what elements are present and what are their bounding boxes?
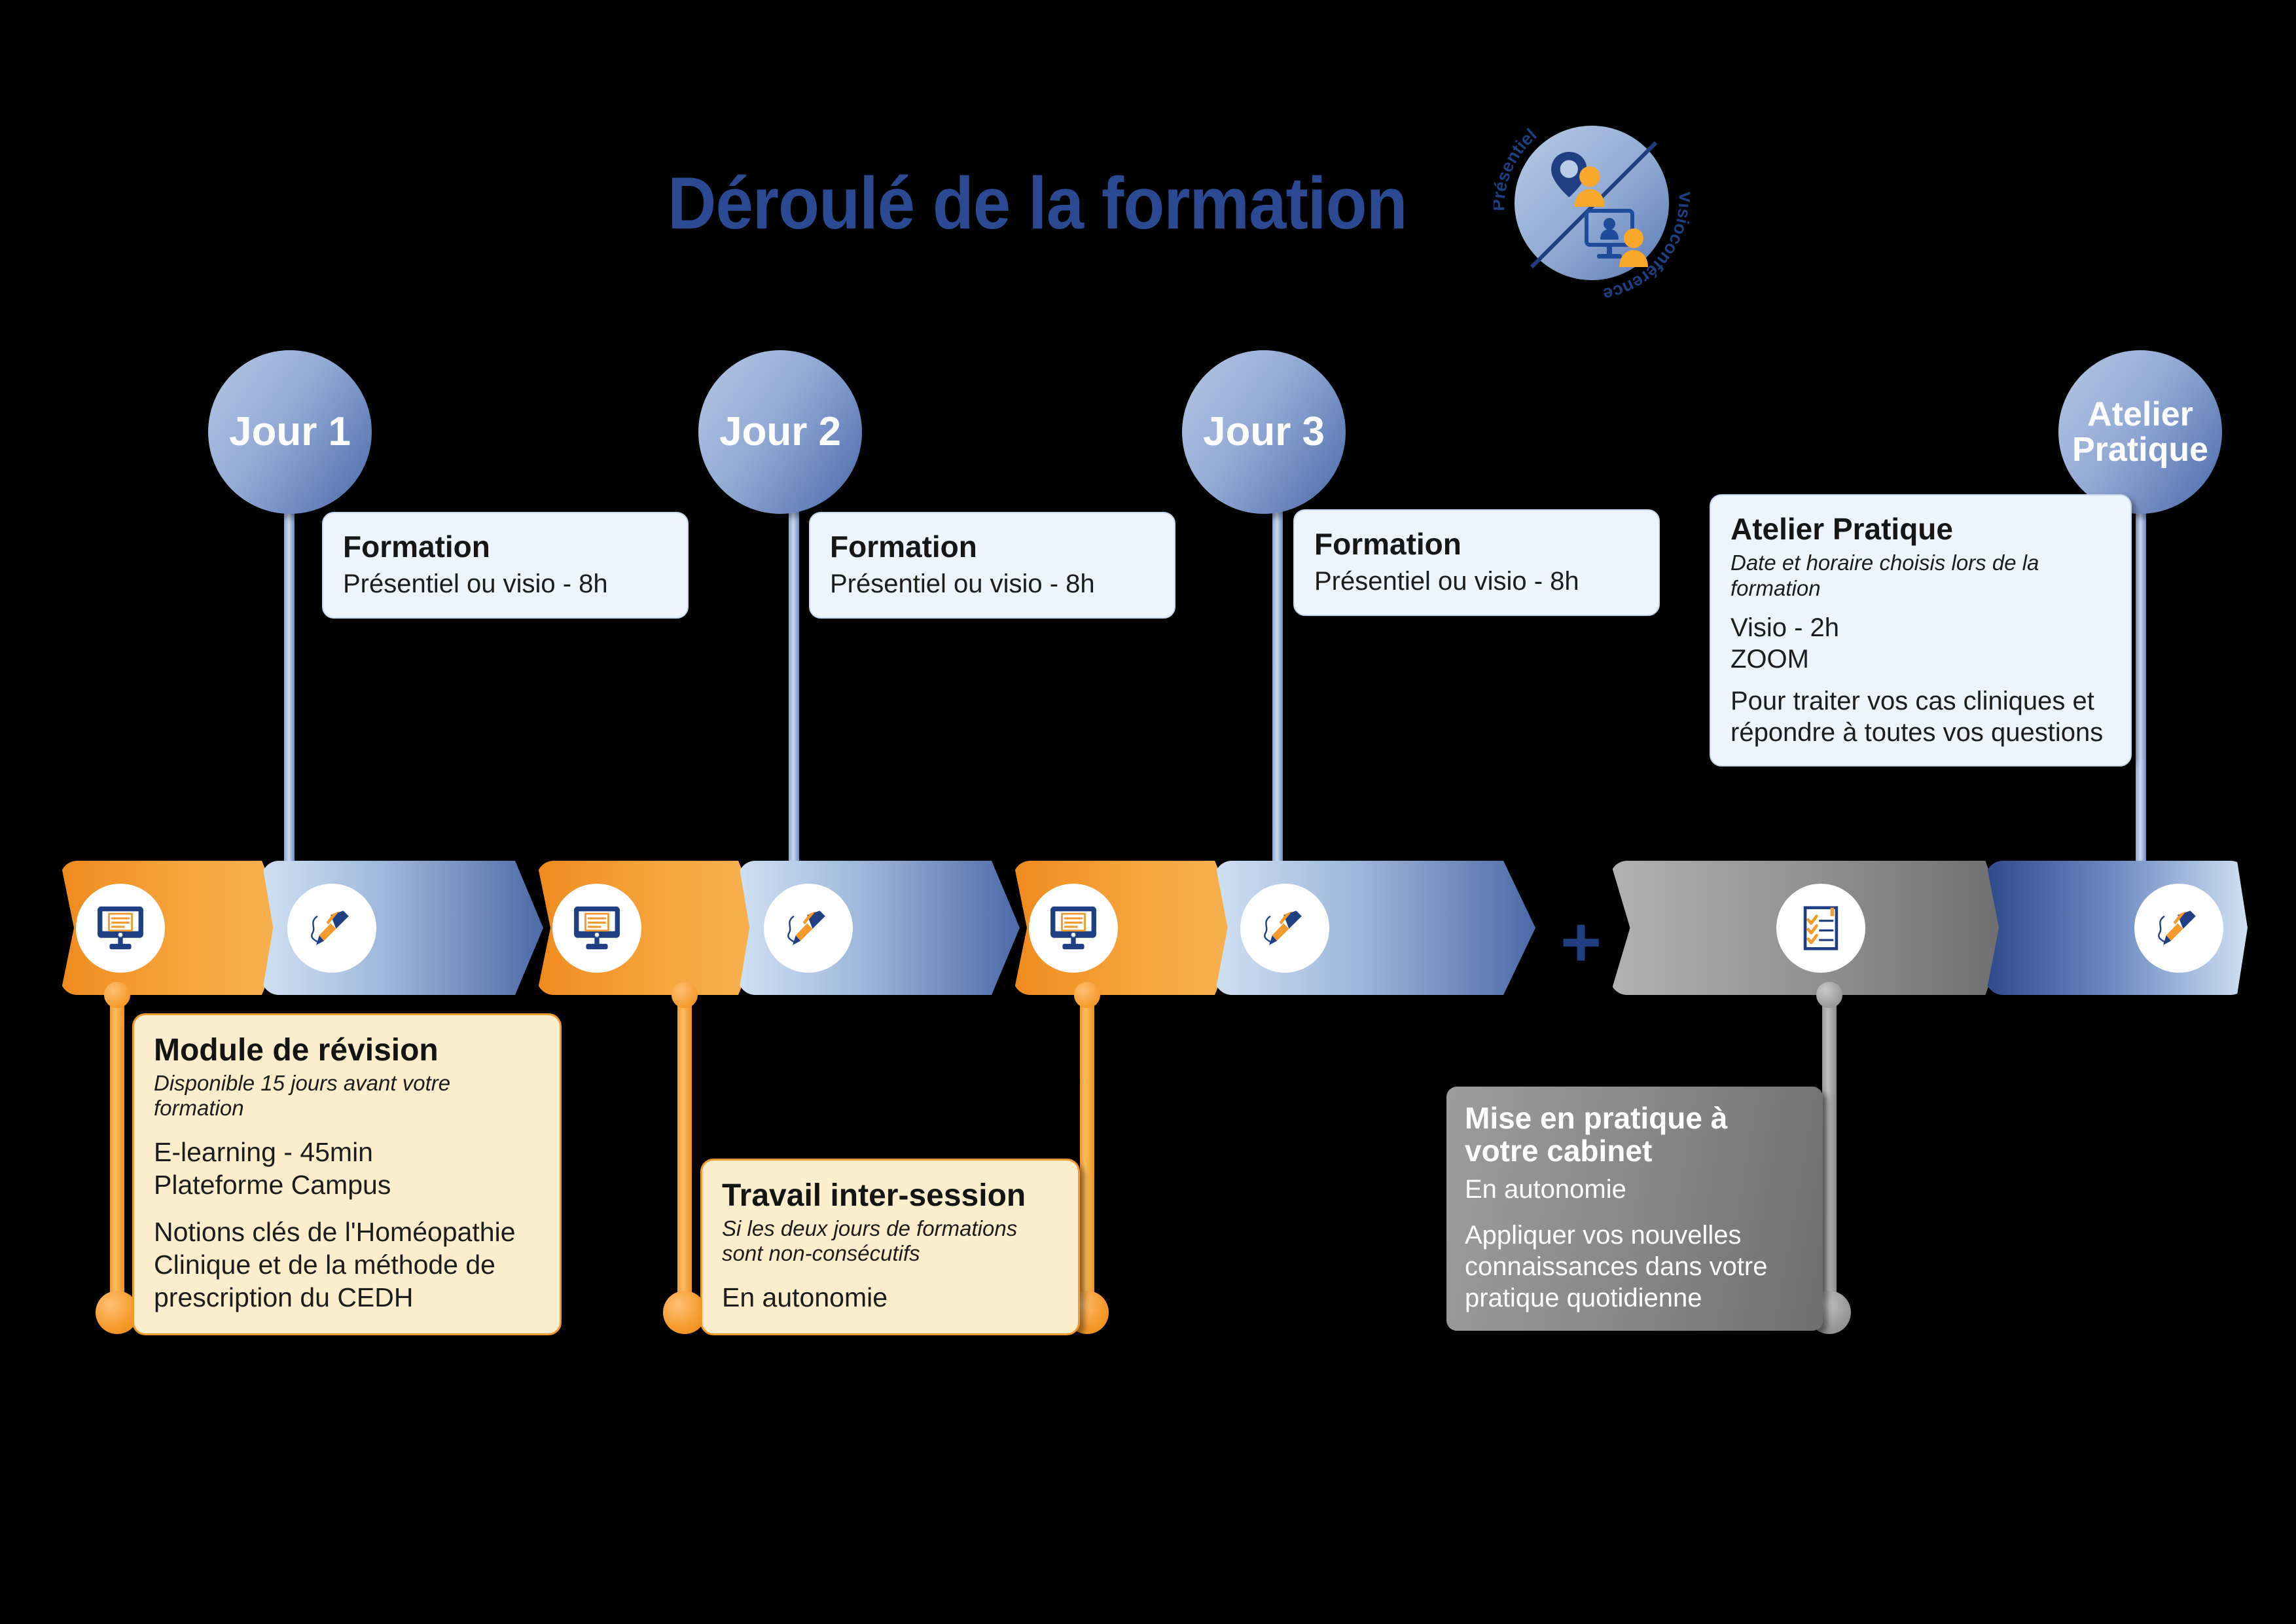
card-block-1: En autonomie bbox=[722, 1282, 888, 1312]
timeline-segment-elearning-2[interactable] bbox=[537, 861, 766, 995]
connector-cap-module-revision bbox=[104, 982, 130, 1008]
card-block-2: Appliquer vos nouvelles connaissances da… bbox=[1465, 1221, 1768, 1313]
card-heading: Formation bbox=[343, 530, 490, 564]
connector-cap-mise-en-pratique bbox=[1816, 982, 1842, 1008]
elearning-monitor-icon bbox=[552, 883, 641, 973]
milestone-card-jour-1: Formation Présentiel ou visio - 8h bbox=[322, 512, 689, 619]
timeline-segment-writing-3[interactable] bbox=[1215, 861, 1535, 995]
timeline-segment-writing-4[interactable] bbox=[1986, 861, 2248, 995]
card-block-2: Notions clés de l'Homéopathie Clinique e… bbox=[154, 1216, 516, 1312]
card-block-1: E-learning - 45min Plateforme Campus bbox=[154, 1136, 391, 1200]
milestone-circle-jour-1[interactable]: Jour 1 bbox=[208, 350, 372, 514]
milestone-card-jour-3: Formation Présentiel ou visio - 8h bbox=[1293, 509, 1660, 616]
card-italic-note: Disponible 15 jours avant votre formatio… bbox=[154, 1071, 451, 1121]
milestone-card-jour-2: Formation Présentiel ou visio - 8h bbox=[809, 512, 1175, 619]
card-block-1: Visio - 2h ZOOM bbox=[1731, 613, 1840, 674]
card-heading: Mise en pratique à votre cabinet bbox=[1465, 1101, 1728, 1168]
card-detail: Présentiel ou visio - 8h bbox=[830, 569, 1095, 598]
lower-card-mise-en-pratique: Mise en pratique à votre cabinet En auto… bbox=[1446, 1087, 1823, 1331]
milestone-circle-jour-2[interactable]: Jour 2 bbox=[698, 350, 862, 514]
card-heading: Travail inter-session bbox=[722, 1178, 1026, 1213]
connector-stem-jour-3 bbox=[1272, 458, 1283, 871]
timeline-segment-writing-2[interactable] bbox=[738, 861, 1020, 995]
card-heading: Module de révision bbox=[154, 1033, 439, 1068]
presentiel-visio-badge-icon: Présentiel Visioconférence bbox=[1494, 105, 1690, 301]
milestone-circle-jour-3[interactable]: Jour 3 bbox=[1182, 350, 1346, 514]
milestone-circle-label: Jour 1 bbox=[228, 408, 351, 454]
milestone-circle-atelier-pratique[interactable]: Atelier Pratique bbox=[2058, 350, 2222, 514]
connector-stem-module-revision bbox=[110, 988, 124, 1322]
elearning-monitor-icon bbox=[76, 883, 165, 973]
timeline-segment-elearning-3[interactable] bbox=[1013, 861, 1242, 995]
lower-card-travail-inter-session: Travail inter-session Si les deux jours … bbox=[700, 1159, 1080, 1335]
plus-separator: + bbox=[1560, 902, 1602, 981]
page-title: Déroulé de la formation bbox=[668, 162, 1408, 244]
card-italic-note: Si les deux jours de formations sont non… bbox=[722, 1216, 1018, 1266]
connector-stem-atelier bbox=[2136, 458, 2146, 871]
timeline-segment-elearning-1[interactable] bbox=[60, 861, 289, 995]
timeline-segment-writing-1[interactable] bbox=[262, 861, 543, 995]
connector-stem-jour-2 bbox=[789, 458, 799, 871]
pen-writing-icon bbox=[2134, 883, 2223, 973]
pen-writing-icon bbox=[287, 883, 376, 973]
milestone-card-atelier-pratique: Atelier Pratique Date et horaire choisis… bbox=[1710, 494, 2132, 767]
card-heading: Formation bbox=[1314, 527, 1462, 561]
card-detail: Présentiel ou visio - 8h bbox=[343, 569, 608, 598]
connector-stem-travail-left bbox=[677, 988, 692, 1322]
checklist-icon bbox=[1776, 883, 1865, 973]
lower-card-module-revision: Module de révision Disponible 15 jours a… bbox=[132, 1013, 562, 1335]
timeline-bar bbox=[0, 861, 2296, 1005]
elearning-monitor-icon bbox=[1029, 883, 1118, 973]
connector-stem-jour-1 bbox=[284, 458, 295, 871]
card-heading: Formation bbox=[830, 530, 977, 564]
card-block-1: En autonomie bbox=[1465, 1175, 1626, 1204]
connector-dot-travail-left bbox=[663, 1291, 706, 1334]
pen-writing-icon bbox=[1240, 883, 1329, 973]
card-heading: Atelier Pratique bbox=[1731, 512, 1953, 546]
milestone-circle-label: Jour 3 bbox=[1202, 408, 1325, 454]
card-block-2: Pour traiter vos cas cliniques et répond… bbox=[1731, 686, 2104, 747]
card-detail: Présentiel ou visio - 8h bbox=[1314, 567, 1579, 596]
connector-stem-mise-en-pratique bbox=[1822, 988, 1837, 1322]
connector-cap-travail-left bbox=[672, 982, 698, 1008]
milestone-circle-label: Jour 2 bbox=[719, 408, 842, 454]
timeline-segment-checklist[interactable] bbox=[1610, 861, 2009, 995]
connector-cap-travail-right bbox=[1074, 982, 1100, 1008]
connector-dot-module-revision bbox=[96, 1291, 139, 1334]
header: Déroulé de la formation bbox=[668, 105, 1690, 301]
pen-writing-icon bbox=[764, 883, 853, 973]
card-italic-note: Date et horaire choisis lors de la forma… bbox=[1731, 550, 2039, 600]
connector-stem-travail-right bbox=[1080, 988, 1094, 1322]
milestone-circle-label: Atelier Pratique bbox=[2072, 395, 2209, 469]
